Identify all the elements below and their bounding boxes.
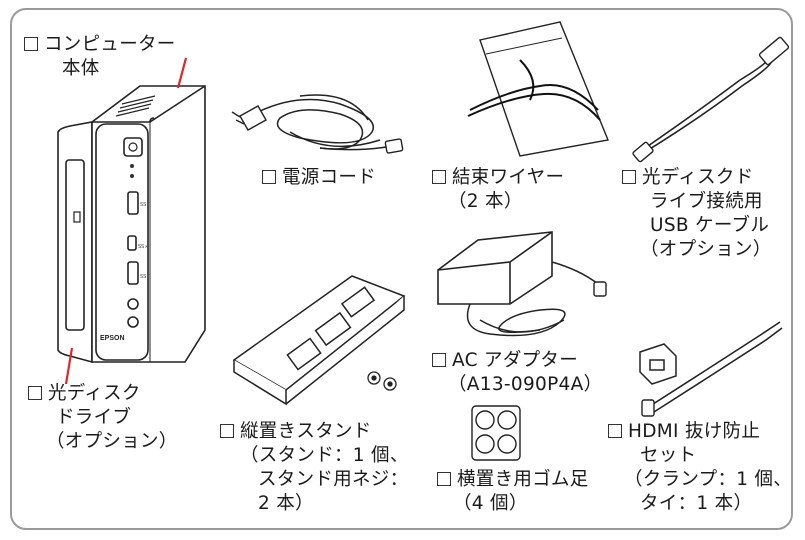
item-optical-drive: 光ディスク ドライブ （オプション） xyxy=(28,382,178,454)
leader-line-optical-drive xyxy=(64,347,74,385)
port-label: SS⚡ xyxy=(140,274,150,280)
checkbox[interactable] xyxy=(262,170,276,184)
item-label-line: 横置き用ゴム足 xyxy=(457,469,589,490)
checkbox[interactable] xyxy=(24,37,38,51)
item-cable-ties: 結束ワイヤー （2 本） xyxy=(432,166,564,214)
item-stand: 縦置きスタンド （スタンド：1 個、 スタンド用ネジ： 2 本） xyxy=(220,420,409,516)
checkbox[interactable] xyxy=(437,472,451,486)
item-label-line: ドライブ xyxy=(56,407,132,428)
checkbox[interactable] xyxy=(220,424,234,438)
checkbox[interactable] xyxy=(432,353,446,367)
item-label-line: （4 個） xyxy=(453,493,528,514)
port-label: SS⚡ xyxy=(140,202,150,208)
item-label-line: HDMI 抜け防止 xyxy=(628,421,761,442)
item-label-line: （オプション） xyxy=(46,431,178,452)
item-label-line: 光ディスク xyxy=(48,383,141,404)
item-optical-usb-cable: 光ディスクド ライブ接続用 USB ケーブル （オプション） xyxy=(622,166,772,262)
brand-text: EPSON xyxy=(100,335,125,342)
item-label-line: 縦置きスタンド xyxy=(240,421,372,442)
item-label-line: セット xyxy=(640,445,697,466)
checkbox[interactable] xyxy=(608,424,622,438)
item-label-line: 2 本） xyxy=(258,493,314,514)
item-hdmi-set: HDMI 抜け防止 セット （クランプ：1 個、 タイ：1 本） xyxy=(608,420,792,516)
item-label-line: 結束ワイヤー xyxy=(452,167,565,188)
item-label-line: ライブ接続用 xyxy=(650,191,763,212)
item-computer: コンピューター 本体 xyxy=(24,33,176,81)
checkbox[interactable] xyxy=(28,386,42,400)
checkbox[interactable] xyxy=(432,170,446,184)
port-label: SS⚡ xyxy=(138,244,148,250)
item-label-line: （クランプ：1 個、 xyxy=(624,469,793,490)
item-label-line: スタンド用ネジ： xyxy=(258,469,409,490)
item-label-line: 本体 xyxy=(62,58,100,79)
item-ac-adapter: AC アダプター （A13-090P4A） xyxy=(432,349,602,397)
item-label-line: （A13-090P4A） xyxy=(448,374,603,395)
item-rubber-feet: 横置き用ゴム足 （4 個） xyxy=(437,468,589,516)
item-label-line: （2 本） xyxy=(448,191,523,212)
item-label-line: USB ケーブル xyxy=(650,215,770,236)
item-label-line: 光ディスクド xyxy=(642,167,754,188)
checkbox[interactable] xyxy=(622,170,636,184)
checklist-frame xyxy=(10,8,793,530)
item-label-line: （オプション） xyxy=(640,239,772,260)
item-label-line: （スタンド：1 個、 xyxy=(240,445,409,466)
item-power-cord: 電源コード xyxy=(262,166,376,190)
leader-line-computer xyxy=(176,57,188,89)
item-label-line: 電源コード xyxy=(282,167,377,188)
item-label-line: AC アダプター xyxy=(452,350,579,371)
item-label-line: コンピューター xyxy=(44,34,176,55)
item-label-line: タイ：1 本） xyxy=(640,493,753,514)
